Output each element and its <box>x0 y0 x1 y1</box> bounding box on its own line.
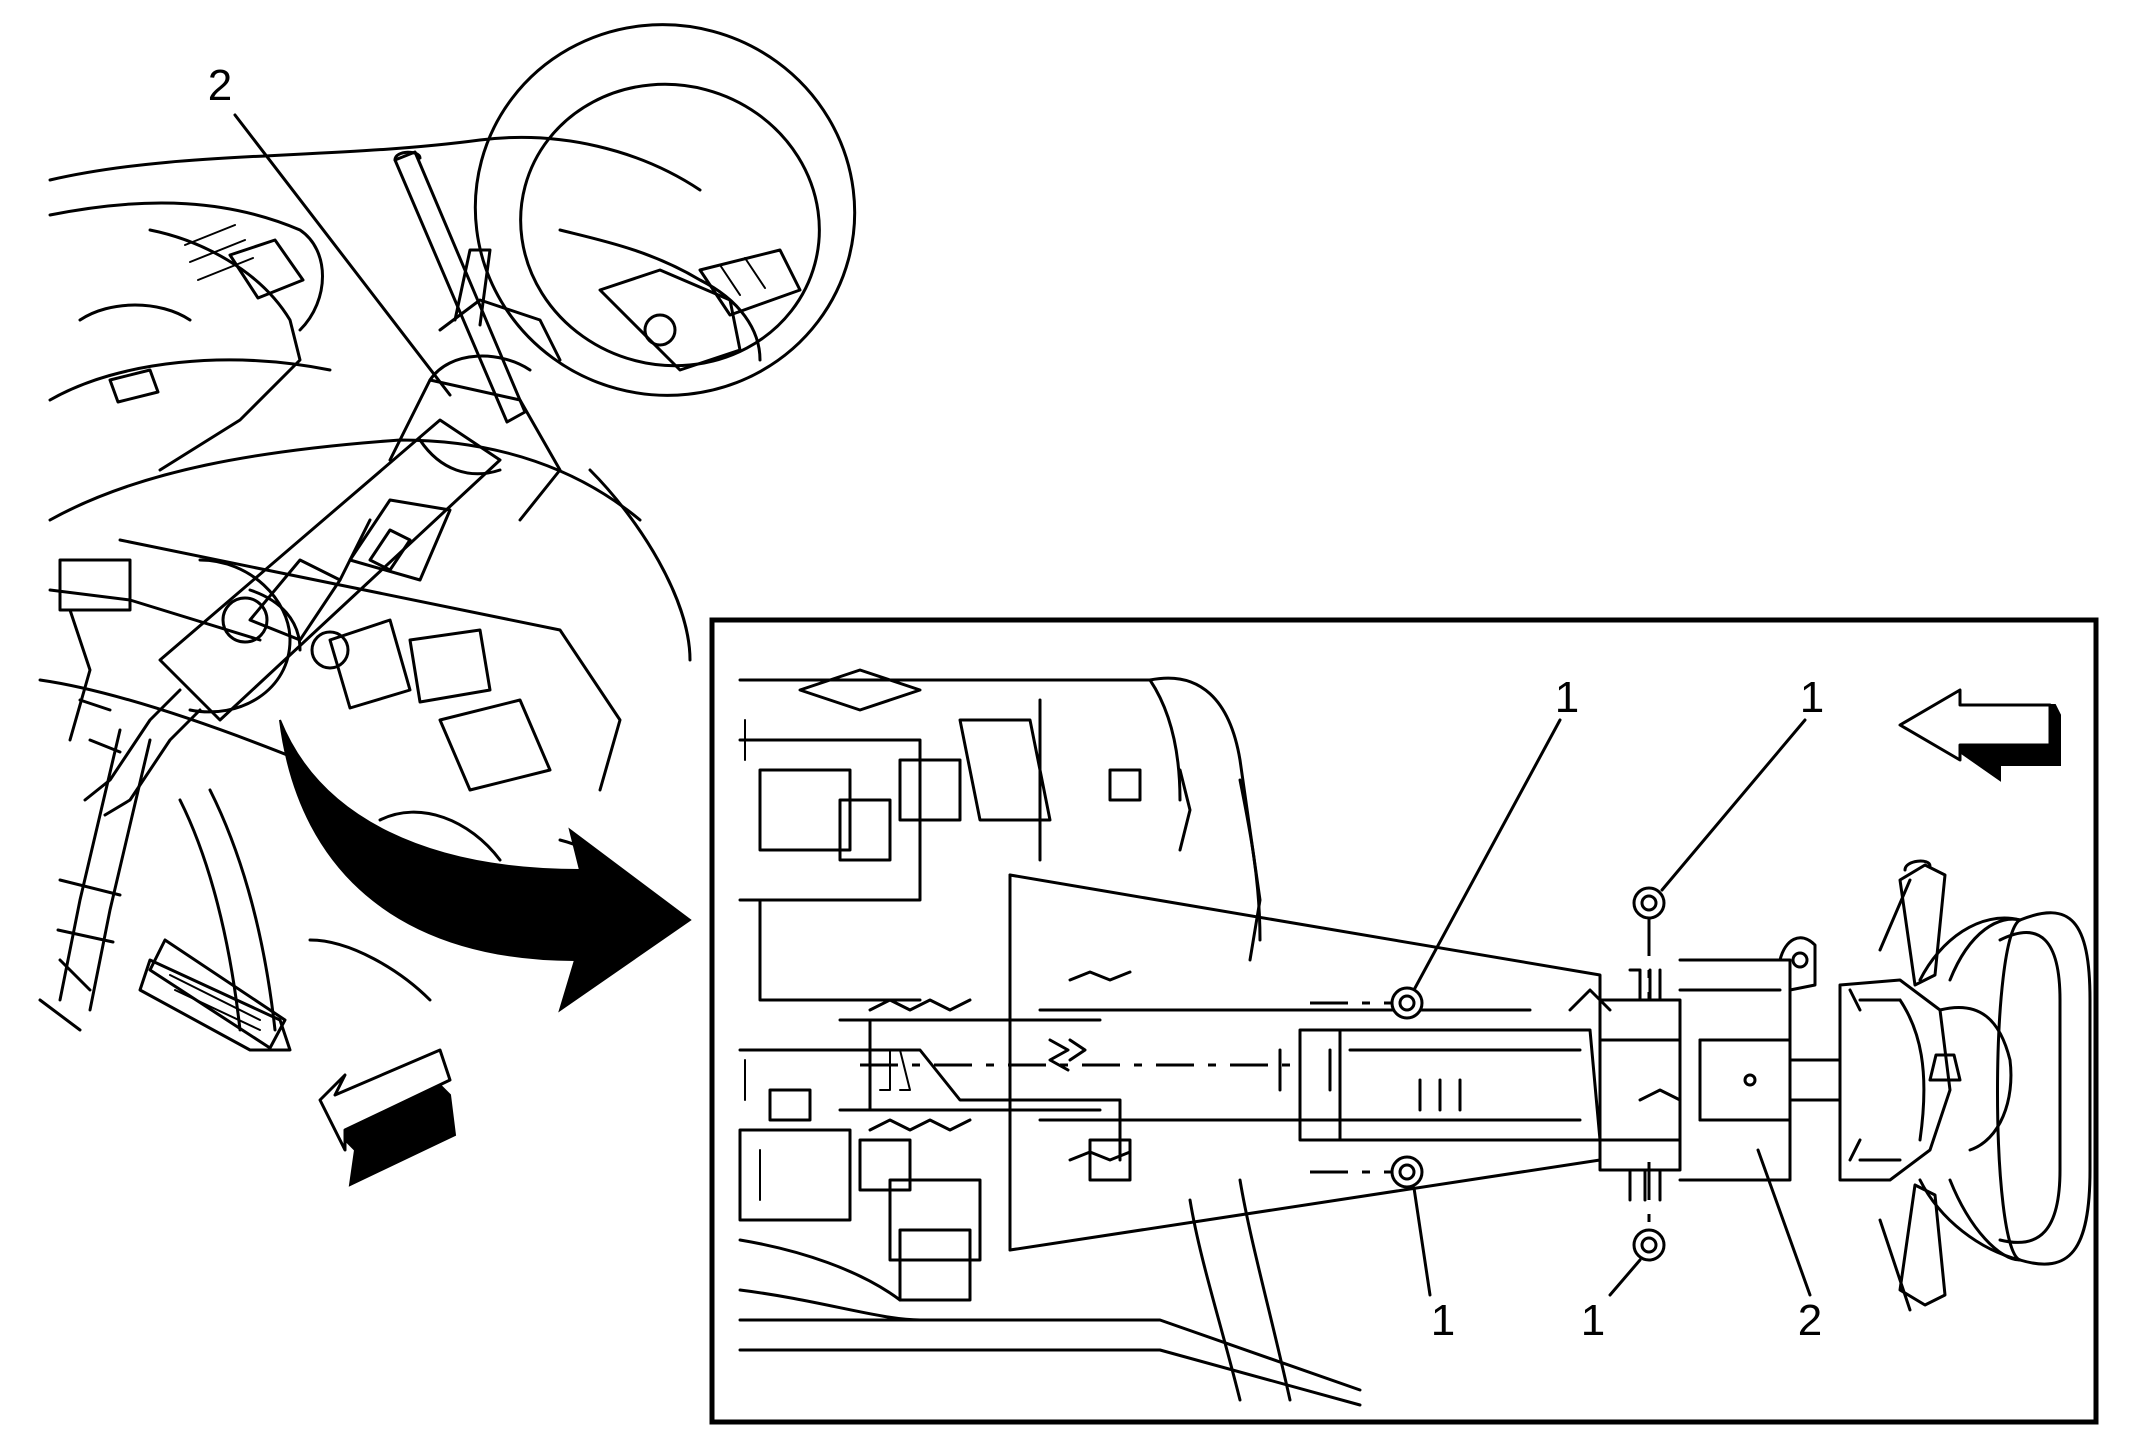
view-direction-arrow-overview <box>318 1048 457 1187</box>
mounting-nuts <box>1390 886 1666 1262</box>
callout-detail-column: 2 <box>1798 1296 1822 1345</box>
callout-overview-column: 2 <box>208 61 232 110</box>
transition-arrow <box>279 719 692 1013</box>
nut-lower-right <box>1632 1228 1666 1262</box>
nut-upper-left <box>1390 986 1424 1020</box>
callout-nut-lower-left: 1 <box>1431 1296 1455 1345</box>
callout-nut-lower-right: 1 <box>1581 1296 1605 1345</box>
callout-labels: 2 1 1 1 1 2 <box>208 61 1824 1345</box>
detail-inset <box>709 617 2099 1425</box>
steering-column-detail <box>1298 936 1842 1202</box>
pedal <box>148 938 287 1050</box>
nut-upper-right <box>1632 886 1666 920</box>
view-direction-arrow-inset <box>1898 688 2061 782</box>
steering-wheel-detail <box>1838 859 2092 1312</box>
leader-lines <box>233 113 1812 1297</box>
steering-column-shaft <box>838 873 1602 1252</box>
steering-wheel-overview <box>473 23 857 397</box>
installation-lines <box>860 918 1651 1230</box>
steering-column-overview <box>83 150 562 817</box>
callout-nut-upper-left: 1 <box>1555 673 1579 722</box>
inset-structure <box>738 668 1362 1407</box>
callout-nut-upper-right: 1 <box>1800 673 1824 722</box>
nut-lower-left <box>1390 1155 1424 1189</box>
